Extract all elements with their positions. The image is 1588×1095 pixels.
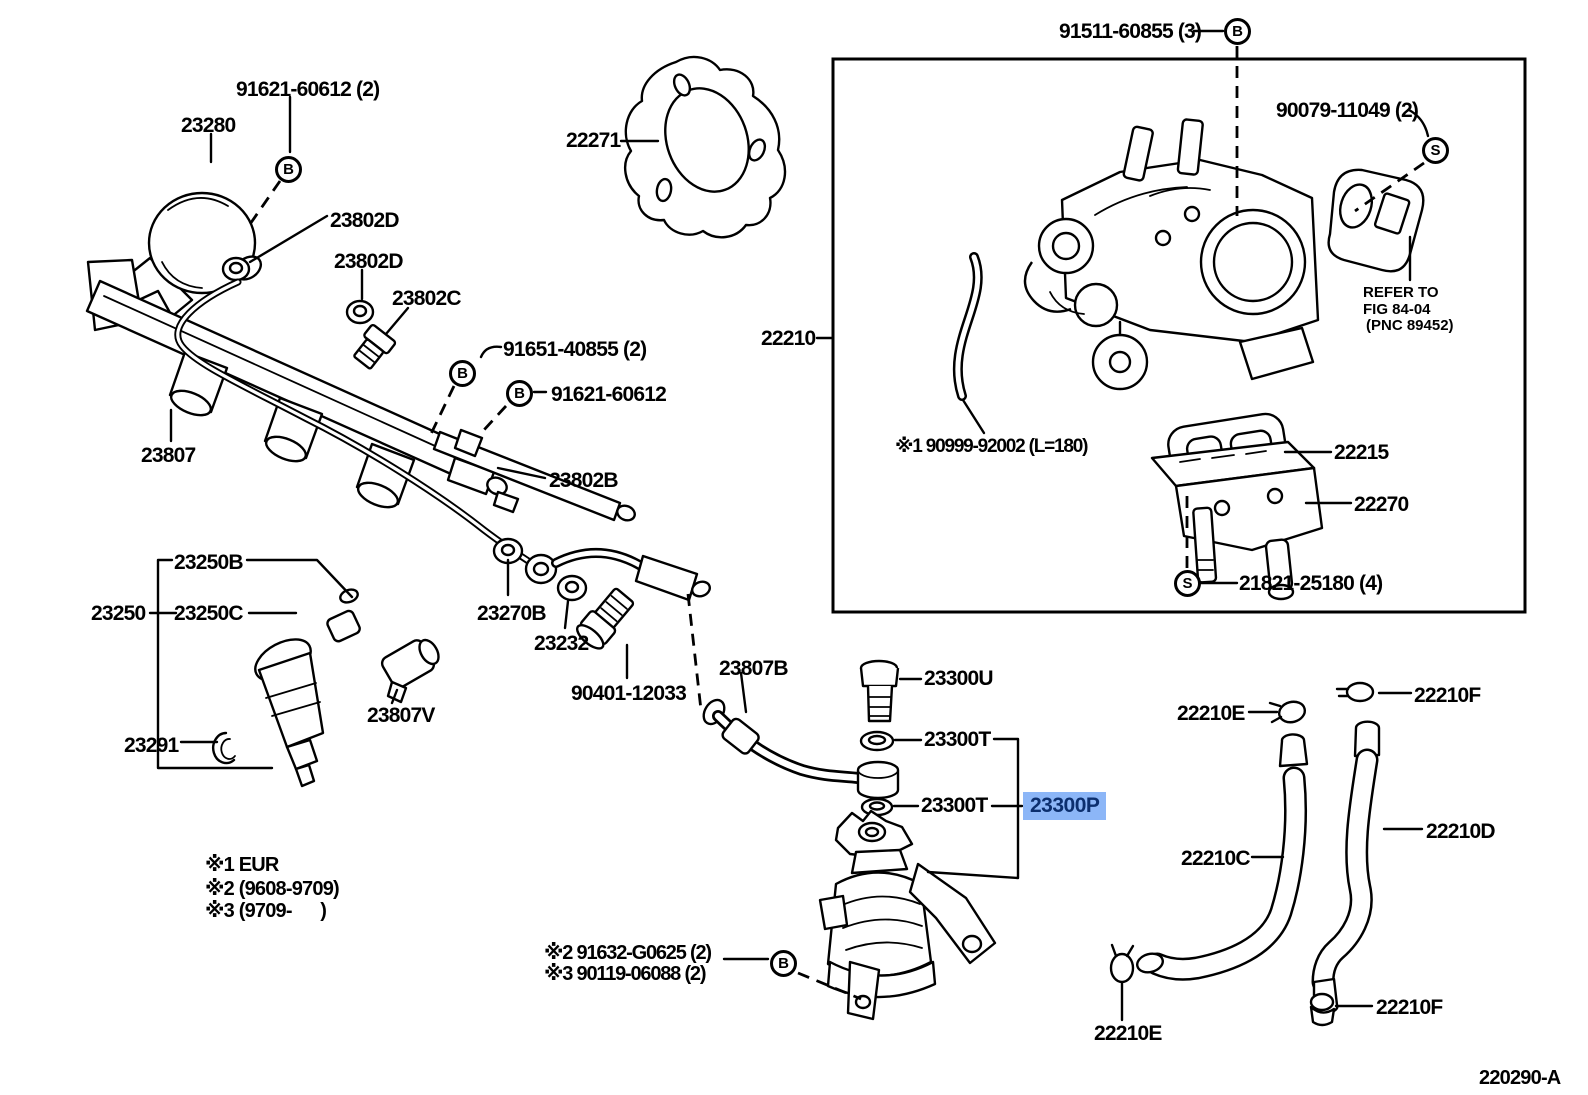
callout-22270[interactable]: 22270 (1354, 493, 1409, 516)
callout-23250c[interactable]: 23250C (174, 602, 244, 625)
callout-21821-25180[interactable]: 21821-25180 (4) (1239, 572, 1383, 595)
screw-symbol-2: S (1174, 570, 1201, 597)
callout-22210f-bottom[interactable]: 22210F (1376, 996, 1443, 1019)
callout-90079-11049[interactable]: 90079-11049 (2) (1276, 99, 1419, 122)
screw-symbol-letter: S (1430, 142, 1441, 159)
refer-to-line2: FIG 84-04 (1363, 301, 1431, 318)
fuel-hose-banjo-drawing (524, 548, 711, 602)
callout-23250[interactable]: 23250 (91, 602, 146, 625)
bolt-symbol-letter: B (457, 365, 468, 382)
callout-23270b[interactable]: 23270B (477, 602, 547, 625)
hose-90999-drawing (952, 252, 983, 401)
bolt-symbol-5: B (1224, 18, 1251, 45)
callout-23280[interactable]: 23280 (181, 114, 236, 137)
callout-23300u[interactable]: 23300U (924, 667, 994, 690)
refer-to-line1: REFER TO (1363, 284, 1439, 301)
injector-23250-drawing (254, 588, 361, 788)
bolt-symbol-3: B (506, 380, 533, 407)
bolt-90401-drawing (575, 587, 635, 650)
callout-23300p-highlighted[interactable]: 23300P (1023, 792, 1107, 820)
detail-box-outline (831, 57, 1527, 614)
callout-23802b[interactable]: 23802B (549, 469, 619, 492)
part-23807v-drawing (380, 638, 440, 704)
throttle-sensor-drawing (1327, 168, 1425, 273)
bolt-symbol-letter: B (1232, 23, 1243, 40)
hose-22210d-drawing (1311, 720, 1381, 1015)
callout-91511-60855[interactable]: 91511-60855 (3) (1059, 20, 1202, 43)
callout-22210[interactable]: 22210 (761, 327, 816, 350)
note-9608-9709: ※2 (9608-9709) (205, 878, 340, 900)
callout-23807[interactable]: 23807 (141, 444, 196, 467)
hose-clamp-22210e-bottom-drawing (1109, 943, 1135, 984)
callout-23232[interactable]: 23232 (534, 632, 589, 655)
note-9709-on: ※3 (9709- ) (205, 900, 327, 922)
callout-22210f-top[interactable]: 22210F (1414, 684, 1481, 707)
iac-valve-22270-drawing (1150, 440, 1324, 601)
hose-clamp-22210f-bottom-drawing (1309, 992, 1336, 1027)
bolt-symbol-letter: B (514, 385, 525, 402)
callout-91632-g0625[interactable]: ※2 91632-G0625 (2) (544, 942, 712, 964)
bolt-symbol-letter: B (778, 955, 789, 972)
callout-90999-92002[interactable]: ※1 90999-92002 (L=180) (895, 436, 1088, 457)
callout-23250b[interactable]: 23250B (174, 551, 244, 574)
callout-23802c[interactable]: 23802C (392, 287, 462, 310)
callout-23300t-a[interactable]: 23300T (924, 728, 991, 751)
screw-symbol-letter: S (1182, 575, 1193, 592)
callout-22215[interactable]: 22215 (1334, 441, 1389, 464)
bolt-symbol-2: B (449, 360, 476, 387)
callout-23807v[interactable]: 23807V (367, 704, 435, 727)
callout-91621-60612-2[interactable]: 91621-60612 (2) (236, 78, 380, 101)
grommet-23802d-a-drawing (221, 256, 251, 282)
callout-22271[interactable]: 22271 (566, 129, 621, 152)
callout-90119-06088[interactable]: ※3 90119-06088 (2) (544, 963, 707, 985)
throttle-body-22210-drawing (1023, 118, 1320, 391)
drawing-number: 220290-A (1479, 1067, 1561, 1089)
clip-23291-drawing (212, 731, 236, 765)
callout-22210c[interactable]: 22210C (1181, 847, 1251, 870)
solid-leaders (148, 29, 1430, 1022)
gasket-22271-drawing (623, 55, 787, 239)
callout-91621-60612[interactable]: 91621-60612 (551, 383, 667, 406)
refer-to-line3: (PNC 89452) (1366, 317, 1454, 334)
hose-clamp-22210e-top-drawing (1268, 700, 1307, 724)
callout-23300t-b[interactable]: 23300T (921, 794, 988, 817)
callout-23802d-b[interactable]: 23802D (334, 250, 404, 273)
callout-22210d[interactable]: 22210D (1426, 820, 1496, 843)
fuel-rail-23807-drawing (85, 258, 636, 570)
callout-91651-40855[interactable]: 91651-40855 (2) (503, 338, 647, 361)
callout-23807b[interactable]: 23807B (719, 657, 789, 680)
washer-23232-drawing (556, 574, 588, 602)
fuel-filter-assembly-drawing (818, 659, 997, 1021)
hose-clamp-22210f-top-drawing (1335, 681, 1375, 703)
note-eur: ※1 EUR (205, 854, 279, 876)
callout-90401-12033[interactable]: 90401-12033 (571, 682, 687, 705)
bolt-symbol-1: B (275, 156, 302, 183)
callout-22210e-bottom[interactable]: 22210E (1094, 1022, 1162, 1045)
bolt-23802c-drawing (353, 323, 397, 370)
hose-23807b-drawing (702, 698, 864, 784)
dashed-leaders (246, 46, 1425, 1001)
callout-23291[interactable]: 23291 (124, 734, 179, 757)
grommet-23802d-b-drawing (345, 299, 375, 325)
callout-23802d-a[interactable]: 23802D (330, 209, 400, 232)
bolt-symbol-4: B (770, 950, 797, 977)
bolt-symbol-letter: B (283, 161, 294, 178)
hose-22210c-drawing (1136, 733, 1309, 981)
callout-22210e-top[interactable]: 22210E (1177, 702, 1245, 725)
screw-symbol-1: S (1422, 137, 1449, 164)
